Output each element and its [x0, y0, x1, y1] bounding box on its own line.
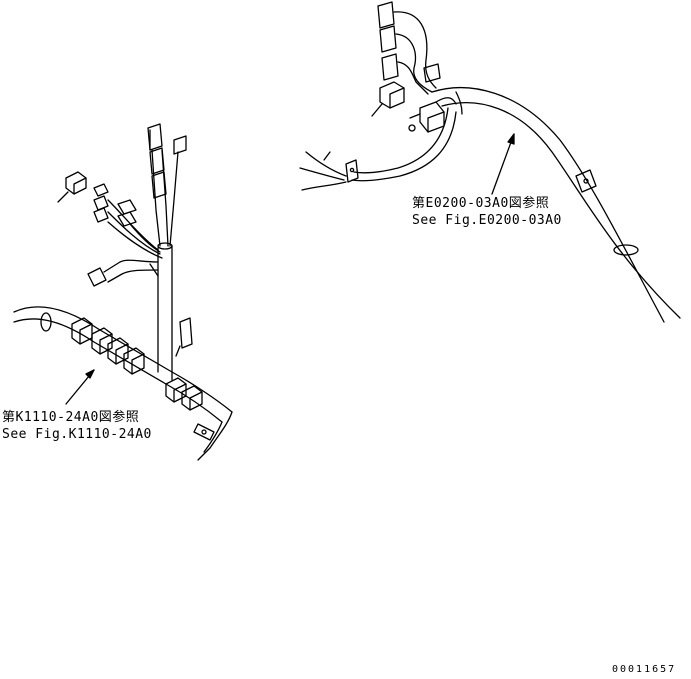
right-main-harness [431, 87, 681, 323]
leader-k1110 [65, 369, 95, 405]
left-vertical-branch [87, 123, 193, 381]
callout-k1110-jp: 第K1110-24A0図参照 [2, 410, 140, 425]
right-loose-connector [371, 81, 405, 117]
callout-e0200-jp: 第E0200-03A0図参照 [412, 196, 550, 211]
callout-k1110-en: See Fig.K1110-24A0 [2, 427, 152, 442]
leader-e0200 [491, 133, 515, 195]
left-upper-connector-cluster [57, 171, 163, 259]
right-stacked-connectors [377, 1, 441, 95]
right-lower-branch [299, 107, 457, 191]
right-mid-connector [408, 97, 457, 133]
drawing-number: 00011657 [612, 664, 677, 675]
callout-e0200-en: See Fig.E0200-03A0 [412, 213, 562, 228]
left-connectors-on-main [71, 317, 203, 411]
